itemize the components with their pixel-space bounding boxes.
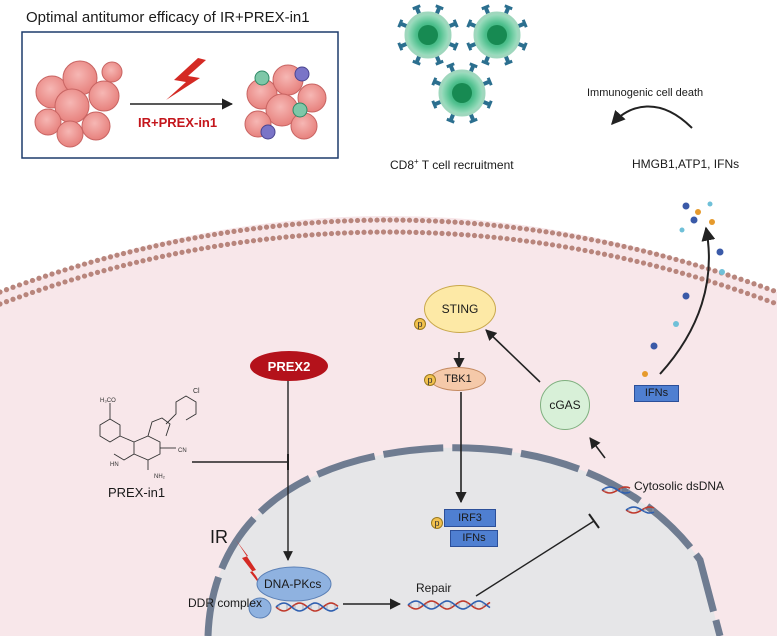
ddr-complex-blob bbox=[248, 597, 272, 619]
sting-phospho-badge: p bbox=[414, 318, 426, 330]
prex-in1-label: PREX-in1 bbox=[108, 485, 166, 500]
prex-in1-structure-icon bbox=[99, 395, 197, 470]
dna-helix-icon bbox=[601, 486, 631, 494]
dna-pkcs-label: DNA-PKcs bbox=[264, 577, 322, 591]
infiltrated-tumor-icon bbox=[244, 64, 327, 140]
dna-pkcs-ellipse bbox=[256, 566, 332, 602]
cell-membrane bbox=[0, 217, 777, 307]
membrane-outer-beads bbox=[0, 217, 777, 295]
irf3-phospho-badge: p bbox=[431, 517, 443, 529]
dna-helix-group bbox=[275, 486, 655, 612]
ir-lightning-icon bbox=[236, 540, 264, 590]
prex2-node: PREX2 bbox=[250, 351, 328, 381]
irf3-box: IRF3 bbox=[444, 509, 496, 527]
t-cell-icon bbox=[466, 4, 528, 66]
dna-helix-icon bbox=[275, 602, 339, 612]
ir-label: IR bbox=[210, 527, 228, 547]
svg-text:CN: CN bbox=[178, 448, 187, 454]
svg-text:HN: HN bbox=[110, 462, 119, 468]
released-particles bbox=[642, 201, 725, 377]
cd8-recruitment-label: CD8+ T cell recruitment bbox=[390, 157, 514, 172]
inset-treatment-label: IR+PREX-in1 bbox=[138, 115, 218, 130]
immunogenic-arrow bbox=[611, 105, 693, 129]
dna-helix-icon bbox=[407, 600, 491, 610]
dsdna-cgas-arrow bbox=[589, 437, 606, 459]
immunogenic-death-label: Immunogenic cell death bbox=[587, 87, 704, 99]
t-cell-icon bbox=[397, 4, 459, 66]
tumor-cell-cluster-icon bbox=[34, 60, 123, 148]
lightning-icon bbox=[166, 58, 206, 100]
ifns-membrane-box: IFNs bbox=[634, 385, 679, 402]
cytosolic-dsdna-label: Cytosolic dsDNA bbox=[634, 479, 725, 493]
repair-label: Repair bbox=[416, 581, 452, 595]
dna-helix-icon bbox=[625, 506, 655, 514]
ddr-complex-label: DDR complex bbox=[188, 596, 263, 610]
inset-title: Optimal antitumor efficacy of IR+PREX-in… bbox=[26, 9, 310, 26]
svg-text:Cl: Cl bbox=[193, 388, 200, 395]
sting-node: STING bbox=[424, 285, 496, 333]
t-cell-group bbox=[397, 4, 528, 124]
cgas-node: cGAS bbox=[540, 380, 590, 430]
tbk1-phospho-badge: p bbox=[424, 374, 436, 386]
membrane-inner-beads bbox=[0, 229, 777, 307]
released-factors-label: HMGB1,ATP1, IFNs bbox=[632, 157, 740, 171]
svg-text:H₃CO: H₃CO bbox=[100, 398, 116, 404]
nuclear-envelope bbox=[204, 444, 724, 636]
tbk1-node: TBK1 bbox=[430, 367, 486, 391]
t-cell-icon bbox=[431, 62, 493, 124]
ifns-nucleus-box: IFNs bbox=[450, 530, 498, 547]
cgas-sting-arrow bbox=[485, 329, 541, 383]
svg-text:NH₂: NH₂ bbox=[154, 474, 166, 480]
secretion-arrow bbox=[659, 226, 716, 375]
repair-block-line bbox=[475, 520, 595, 597]
